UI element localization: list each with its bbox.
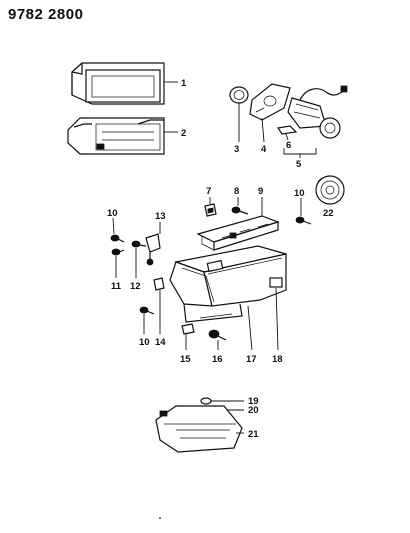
callout-2: 2 xyxy=(181,128,186,139)
part-11-bumper xyxy=(111,248,125,256)
callout-10-right: 10 xyxy=(294,188,305,199)
callout-4: 4 xyxy=(261,144,267,155)
callout-14: 14 xyxy=(155,337,166,348)
part-10-screw-right xyxy=(295,216,312,225)
callout-16: 16 xyxy=(212,354,223,365)
callout-17: 17 xyxy=(246,354,257,365)
part-2-ashtray xyxy=(67,117,165,155)
leader-10-upper-left xyxy=(112,217,115,235)
callout-1: 1 xyxy=(181,78,187,89)
part-16-screw xyxy=(208,329,227,341)
leader-6 xyxy=(285,133,289,141)
callout-21: 21 xyxy=(248,429,259,440)
callout-12: 12 xyxy=(130,281,141,292)
callout-18: 18 xyxy=(272,354,283,365)
part-13-bracket xyxy=(145,233,161,266)
part-4-lighter-panel xyxy=(249,83,291,121)
part-1-ashtray-housing xyxy=(71,62,165,105)
callout-13: 13 xyxy=(155,211,166,222)
stray-mark xyxy=(159,517,161,519)
callout-6: 6 xyxy=(286,140,291,151)
part-17-glove-box xyxy=(169,245,287,323)
part-8-screw xyxy=(231,206,249,215)
callout-7: 7 xyxy=(206,186,211,197)
callout-19: 19 xyxy=(248,396,259,407)
diagram-page-code: 9782 2800 xyxy=(8,6,84,23)
part-21-glove-box-lamp xyxy=(155,405,243,453)
part-9-striker-bar xyxy=(196,215,280,251)
part-15-stopper xyxy=(181,323,195,335)
callout-11: 11 xyxy=(111,281,122,292)
part-3-lighter-ring xyxy=(229,86,249,104)
callout-10-lower-left: 10 xyxy=(139,337,150,348)
callout-10-upper-left: 10 xyxy=(107,208,118,219)
leader-17 xyxy=(247,305,253,351)
part-7-clip xyxy=(204,203,217,217)
part-6-lighter-element xyxy=(276,125,298,135)
callout-5: 5 xyxy=(296,159,302,170)
callout-8: 8 xyxy=(234,186,239,197)
leader-18 xyxy=(275,287,279,351)
leader-4 xyxy=(261,117,265,143)
callout-9: 9 xyxy=(258,186,263,197)
part-10-screw-upper-left xyxy=(110,234,125,243)
part-14-hinge xyxy=(153,277,165,291)
callout-20: 20 xyxy=(248,405,259,416)
callout-15: 15 xyxy=(180,354,191,365)
part-10-screw-lower-left xyxy=(139,306,155,315)
part-5-cigar-lighter xyxy=(287,85,348,139)
part-12-hinge-pin xyxy=(131,240,147,248)
callout-3: 3 xyxy=(234,144,239,155)
part-22-knob xyxy=(315,175,345,205)
callout-22: 22 xyxy=(323,208,334,219)
part-19-bulb xyxy=(200,397,212,405)
